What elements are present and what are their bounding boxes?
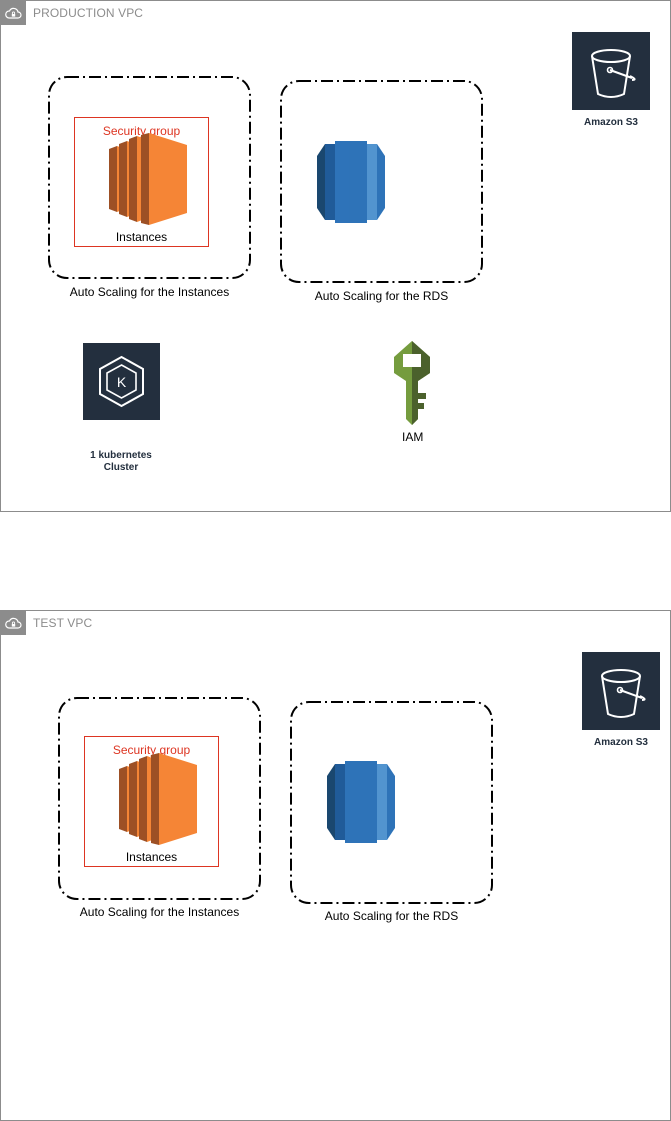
auto-scaling-group-instances[interactable] <box>58 697 261 900</box>
auto-scaling-group-rds[interactable] <box>280 80 483 283</box>
s3-bucket-icon <box>601 669 646 718</box>
security-group[interactable]: Security group Instances <box>74 117 209 247</box>
production-vpc-header: PRODUCTION VPC <box>1 1 143 25</box>
vpc-title: TEST VPC <box>33 616 93 630</box>
rds-icon[interactable] <box>317 141 393 223</box>
vpc-cloud-lock-icon <box>1 1 26 25</box>
k8s-label-line2: Cluster <box>103 462 139 473</box>
asg-rds-caption: Auto Scaling for the RDS <box>314 289 449 303</box>
iam-key-icon[interactable] <box>390 341 434 425</box>
s3-label: Amazon S3 <box>594 737 648 748</box>
test-vpc-group[interactable]: TEST VPC Security group Instances Auto S… <box>0 610 671 1121</box>
s3-label: Amazon S3 <box>584 117 638 128</box>
rds-icon[interactable] <box>327 761 403 843</box>
auto-scaling-group-instances[interactable] <box>48 76 251 279</box>
eks-tile[interactable]: K <box>83 343 160 420</box>
vpc-cloud-lock-icon <box>1 611 26 635</box>
s3-bucket-icon <box>591 49 636 98</box>
security-group-label: Security group <box>102 124 181 138</box>
ec2-instances-icon[interactable] <box>109 133 189 225</box>
security-group[interactable]: Security group Instances <box>84 736 219 867</box>
k8s-label-line1: 1 kubernetes <box>90 450 152 461</box>
production-vpc-group[interactable]: PRODUCTION VPC Security group Instances … <box>0 0 671 512</box>
iam-label: IAM <box>402 430 424 444</box>
k8s-label: 1 kubernetes Cluster <box>76 450 166 474</box>
eks-kubernetes-icon: K <box>99 355 144 408</box>
instances-label: Instances <box>125 850 178 864</box>
s3-tile[interactable] <box>572 32 650 110</box>
asg-instances-caption: Auto Scaling for the Instances <box>79 905 240 919</box>
security-group-label: Security group <box>112 743 191 757</box>
s3-tile[interactable] <box>582 652 660 730</box>
asg-instances-caption: Auto Scaling for the Instances <box>69 285 230 299</box>
auto-scaling-group-rds[interactable] <box>290 701 493 904</box>
ec2-instances-icon[interactable] <box>119 753 199 845</box>
svg-text:K: K <box>117 374 127 390</box>
instances-label: Instances <box>115 230 168 244</box>
vpc-title: PRODUCTION VPC <box>33 6 144 20</box>
test-vpc-header: TEST VPC <box>1 611 92 635</box>
asg-rds-caption: Auto Scaling for the RDS <box>324 909 459 923</box>
